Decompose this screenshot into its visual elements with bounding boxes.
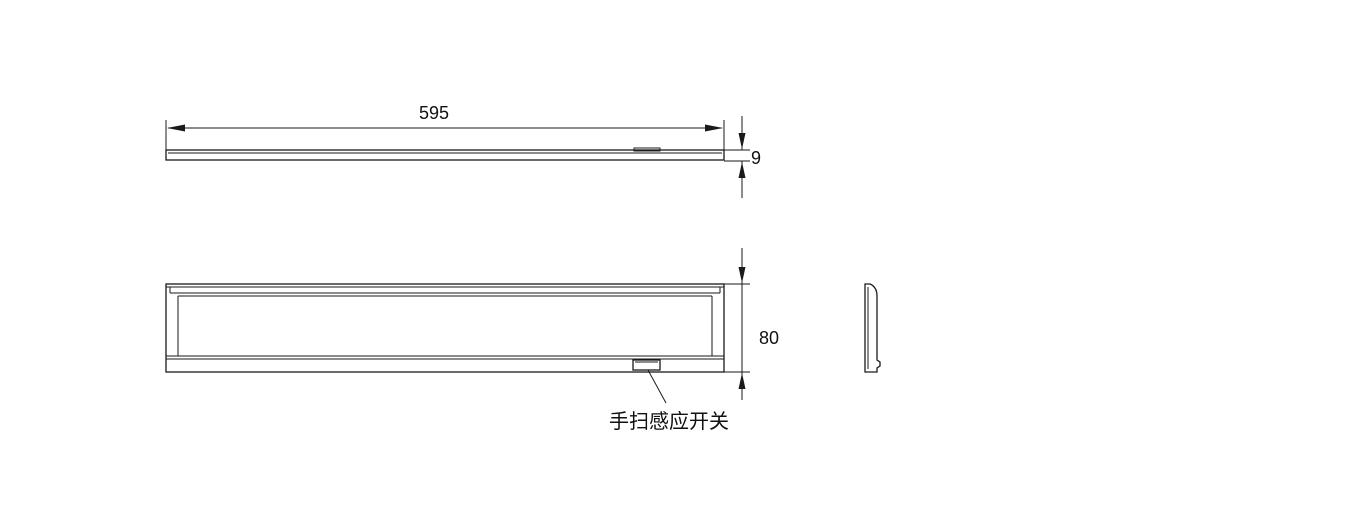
top-view: 595 9 [165, 103, 761, 198]
top-view-sensor-bump [633, 147, 661, 152]
thickness-arrow-bottom [738, 162, 746, 178]
length-arrow-right [705, 124, 723, 132]
thickness-arrow-top [738, 133, 746, 149]
side-view-profile [864, 283, 881, 373]
thickness-dimension-label: 9 [751, 148, 761, 168]
front-view: 80 手扫感应开关 [165, 248, 779, 433]
length-dimension-label: 595 [419, 103, 449, 123]
sensor-callout-label: 手扫感应开关 [609, 409, 729, 433]
height-arrow-top [738, 267, 746, 283]
top-view-bar-outline [165, 149, 725, 161]
length-arrow-left [167, 124, 185, 132]
hand-sweep-sensor-switch [632, 359, 661, 371]
height-arrow-bottom [738, 373, 746, 389]
height-dimension-label: 80 [759, 328, 779, 348]
side-view [864, 283, 881, 373]
front-view-frame [165, 283, 725, 373]
sensor-callout-leader [647, 369, 667, 404]
